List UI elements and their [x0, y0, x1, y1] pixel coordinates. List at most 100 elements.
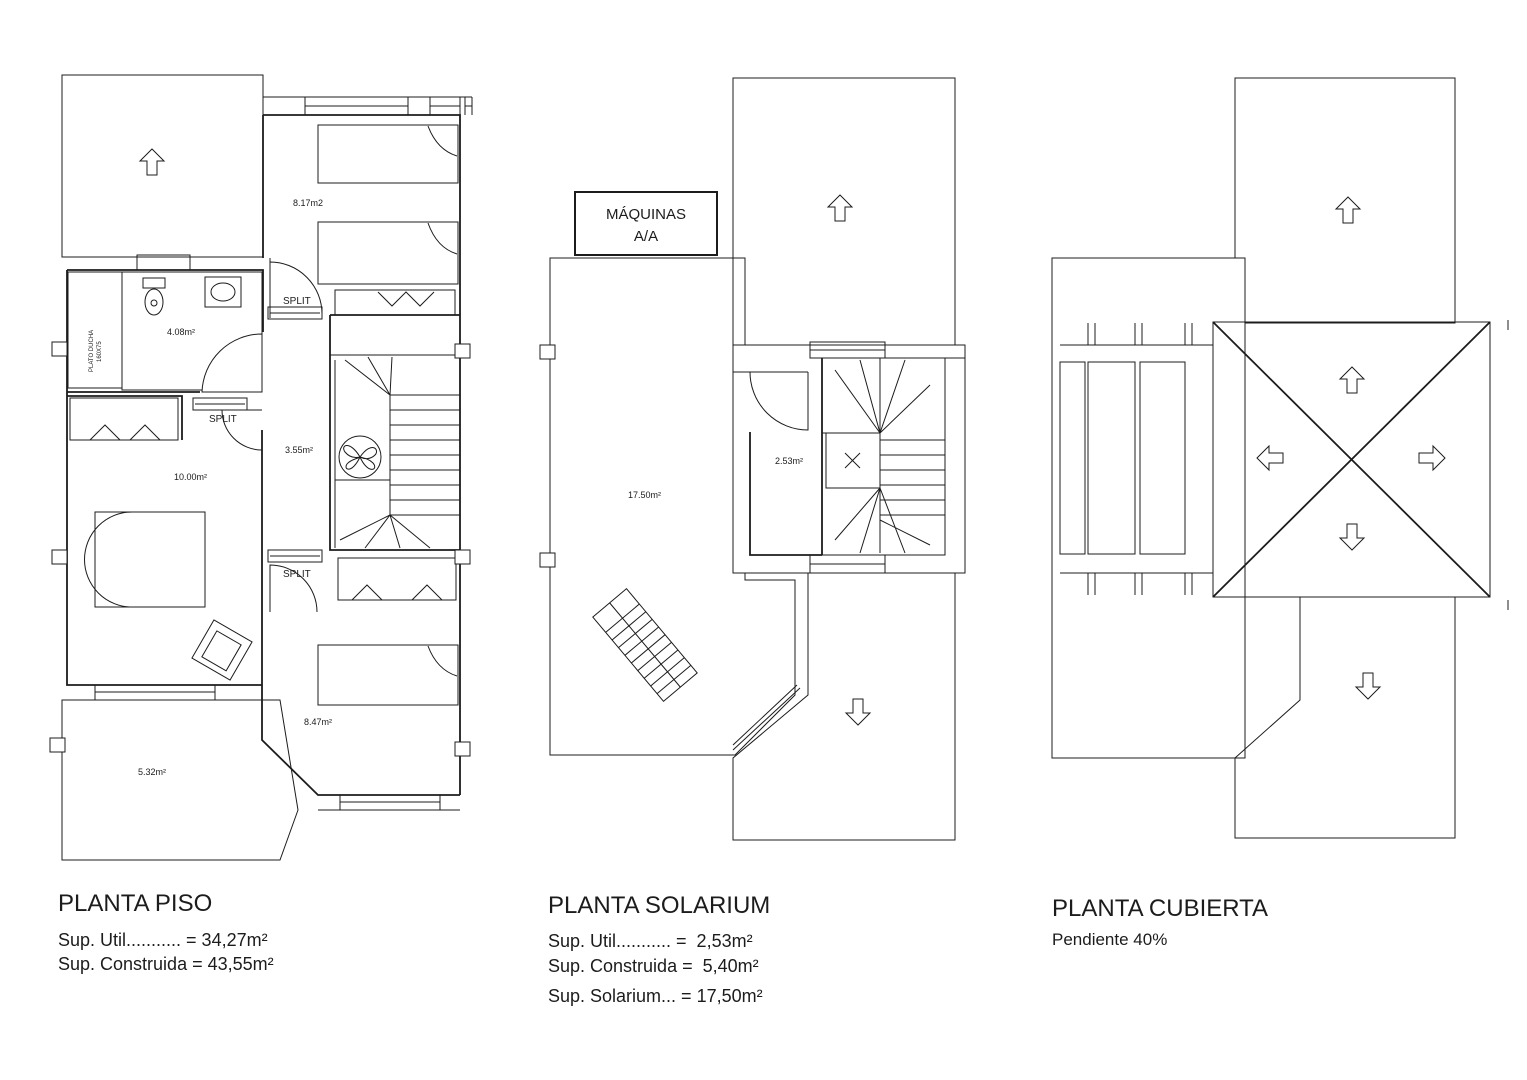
wall-marker	[454, 343, 471, 359]
armchair-icon	[191, 619, 253, 681]
room-area-label: 8.47m²	[304, 717, 332, 727]
marcas-fachada	[49, 341, 471, 757]
planta-piso-sup-util: Sup. Util........... = 34,27m²	[58, 930, 268, 950]
toilet-hole	[150, 299, 158, 307]
machines-label-2: A/A	[634, 228, 658, 245]
tile-floor	[121, 271, 263, 391]
toilet-icon	[142, 277, 166, 316]
slope-arrow-icon	[827, 194, 853, 222]
sink-basin	[210, 282, 236, 302]
tejado-cuatro-aguas	[1212, 321, 1491, 598]
ventana-superior	[263, 96, 473, 115]
slope-arrow-icon	[1355, 672, 1381, 700]
room-area-label: 4.08m²	[167, 327, 195, 337]
pergola-beams	[1060, 323, 1213, 595]
deck-inferior	[732, 571, 956, 841]
terraza-superior	[61, 74, 264, 258]
wall-marker	[454, 741, 471, 757]
planta-piso-drawing: 8.17m2 SPLIT PLATO DUCHA 160X75	[49, 74, 473, 861]
cama-principal	[84, 511, 206, 608]
room-area-label: 3.55m²	[285, 445, 313, 455]
cama-superior-1	[317, 124, 459, 184]
bed-icon	[94, 511, 206, 608]
pergola-slat	[1139, 361, 1186, 555]
bano: PLATO DUCHA 160X75 4.08m²	[67, 271, 263, 393]
planta-cubierta-title: PLANTA CUBIERTA	[1052, 895, 1269, 922]
armchair-seat	[201, 630, 242, 672]
sink-icon	[204, 276, 242, 308]
plant-leaves	[343, 445, 377, 470]
armario-superior	[334, 289, 456, 316]
slope-arrow-icon	[1256, 445, 1284, 471]
bed-fold	[427, 125, 458, 157]
split-label: SPLIT	[283, 569, 311, 580]
stair-box	[329, 354, 461, 551]
terraza-inferior	[61, 699, 299, 861]
puerta-dormitorio-principal	[221, 409, 263, 451]
sillon	[191, 619, 253, 681]
shower-size: 160X75	[97, 341, 103, 362]
shower-label: PLATO DUCHA	[89, 330, 95, 372]
planta-piso-title: PLANTA PISO	[58, 890, 213, 917]
maquinas-aa-box: MÁQUINAS A/A	[574, 191, 718, 256]
machines-label: MÁQUINAS	[606, 206, 686, 223]
machines-box	[574, 191, 718, 256]
split-unit-3: SPLIT	[267, 549, 323, 580]
split-unit-2: SPLIT	[192, 397, 248, 425]
sink-counter	[204, 276, 242, 308]
planta-solarium-title: PLANTA SOLARIUM	[548, 892, 771, 919]
split-icon	[192, 397, 248, 411]
room-area-label: 10.00m²	[174, 472, 207, 482]
slope-arrow-icon	[1339, 523, 1365, 551]
stairs-solarium	[821, 357, 946, 556]
stair-steps	[334, 356, 460, 549]
bed-icon	[317, 124, 459, 184]
lounger-slats	[605, 602, 692, 694]
bed-icon	[317, 221, 459, 285]
ventana-inferior	[318, 795, 460, 811]
wall-marker	[51, 549, 68, 565]
armario-principal	[69, 397, 179, 441]
cama-superior-2	[317, 221, 459, 285]
caseton-escalera: 2.53m²	[732, 341, 966, 574]
tumbona	[592, 588, 698, 702]
planta-piso-sup-construida: Sup. Construida = 43,55m²	[58, 954, 274, 974]
puerta-caseton	[733, 371, 809, 431]
room-area-label: 2.53m²	[775, 456, 803, 466]
label-bg	[136, 766, 172, 777]
wall-marker	[539, 552, 556, 568]
marcas-fachada-solarium	[539, 344, 556, 568]
bed-fold	[427, 222, 458, 255]
stair-core-x-icon	[844, 452, 861, 469]
wall-marker	[539, 344, 556, 360]
wardrobe-doors	[377, 291, 435, 307]
slope-arrow-icon	[139, 148, 165, 176]
toilet-tank	[142, 277, 166, 289]
roof-ridges	[1212, 321, 1491, 598]
deck-edge	[732, 684, 801, 751]
room-area-label: 5.32m²	[138, 767, 166, 777]
plato-ducha	[67, 271, 123, 389]
pergola-slat	[1087, 361, 1136, 555]
stair-box	[821, 357, 946, 556]
wardrobe-doors	[351, 584, 443, 601]
room-area-label: 8.17m2	[293, 198, 323, 208]
cubierta-izquierda	[1051, 257, 1246, 759]
ventana-terraza	[94, 685, 216, 700]
bed-pillow	[84, 511, 133, 608]
ventana-bano	[136, 254, 191, 271]
pergola-slat	[1059, 361, 1086, 555]
label-bg	[626, 489, 666, 500]
bed-fold	[427, 645, 458, 677]
solarium-tiles	[549, 257, 796, 756]
planta-solarium-sup-construida: Sup. Construida = 5,40m²	[548, 956, 759, 976]
split-label: SPLIT	[283, 296, 311, 307]
wardrobe	[69, 397, 179, 441]
bed-icon	[317, 644, 459, 706]
room-area-label: 17.50m²	[628, 490, 661, 500]
cubierta-inferior	[1234, 597, 1456, 839]
pergola	[1059, 323, 1213, 595]
slope-arrow-icon	[1339, 366, 1365, 394]
puerta-dormitorio-superior	[269, 261, 323, 315]
armario-inferior	[337, 557, 457, 601]
